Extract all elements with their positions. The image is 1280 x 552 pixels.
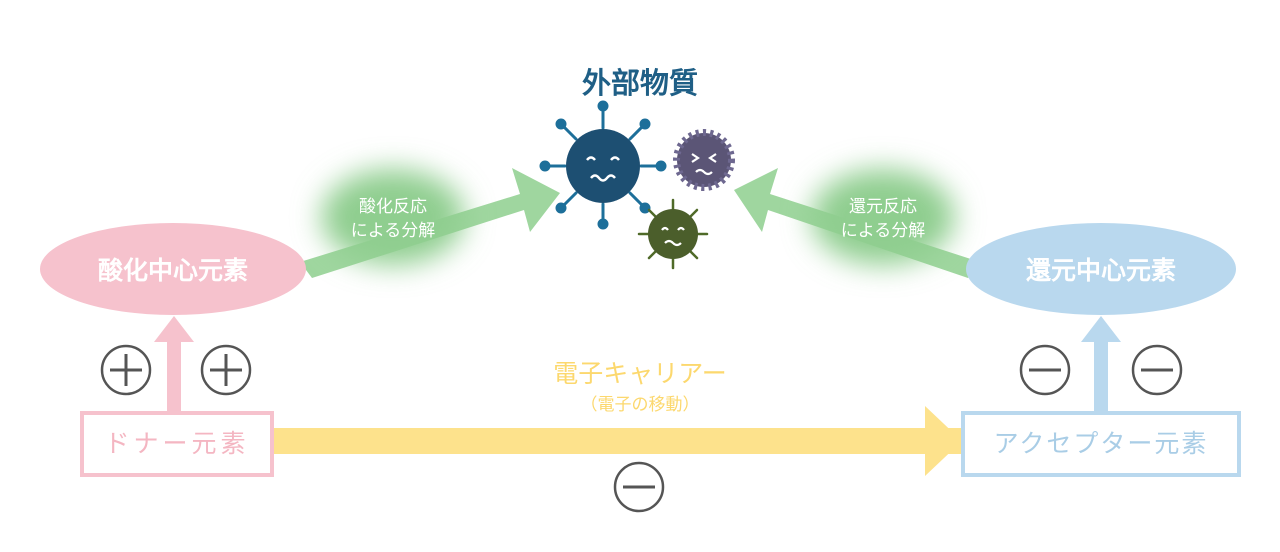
plus-icon	[100, 344, 152, 396]
virus-blue-icon	[539, 100, 667, 230]
reduction-center-label: 還元中心元素	[1026, 256, 1176, 285]
minus-icon	[613, 461, 665, 513]
virus-purple-icon	[673, 129, 735, 191]
oxidation-center-label: 酸化中心元素	[98, 256, 248, 285]
minus-icon	[1019, 344, 1071, 396]
reduction-reaction-line2: による分解	[841, 221, 926, 241]
acceptor-up-arrow	[1081, 316, 1121, 415]
oxidation-center-ellipse	[40, 223, 306, 315]
title-external-substance: 外部物質	[582, 66, 698, 100]
electron-carrier-sublabel: （電子の移動）	[581, 395, 700, 415]
reduction-reaction-line1: 還元反応	[849, 197, 917, 217]
reduction-center-ellipse	[966, 223, 1236, 315]
oxidation-reaction-line2: による分解	[351, 221, 436, 241]
electron-carrier-label: 電子キャリアー	[553, 359, 727, 388]
plus-icon	[200, 344, 252, 396]
acceptor-box	[961, 411, 1241, 477]
oxidation-arrow	[300, 168, 560, 278]
electron-carrier-arrow	[272, 406, 962, 476]
reduction-arrow	[734, 168, 980, 278]
virus-green-icon	[637, 198, 709, 270]
minus-icon	[1131, 344, 1183, 396]
donor-label: ドナー元素	[104, 429, 249, 458]
donor-box	[80, 411, 274, 477]
oxidation-reaction-line1: 酸化反応	[359, 197, 427, 217]
acceptor-label: アクセプター元素	[994, 429, 1209, 458]
donor-up-arrow	[154, 316, 194, 415]
